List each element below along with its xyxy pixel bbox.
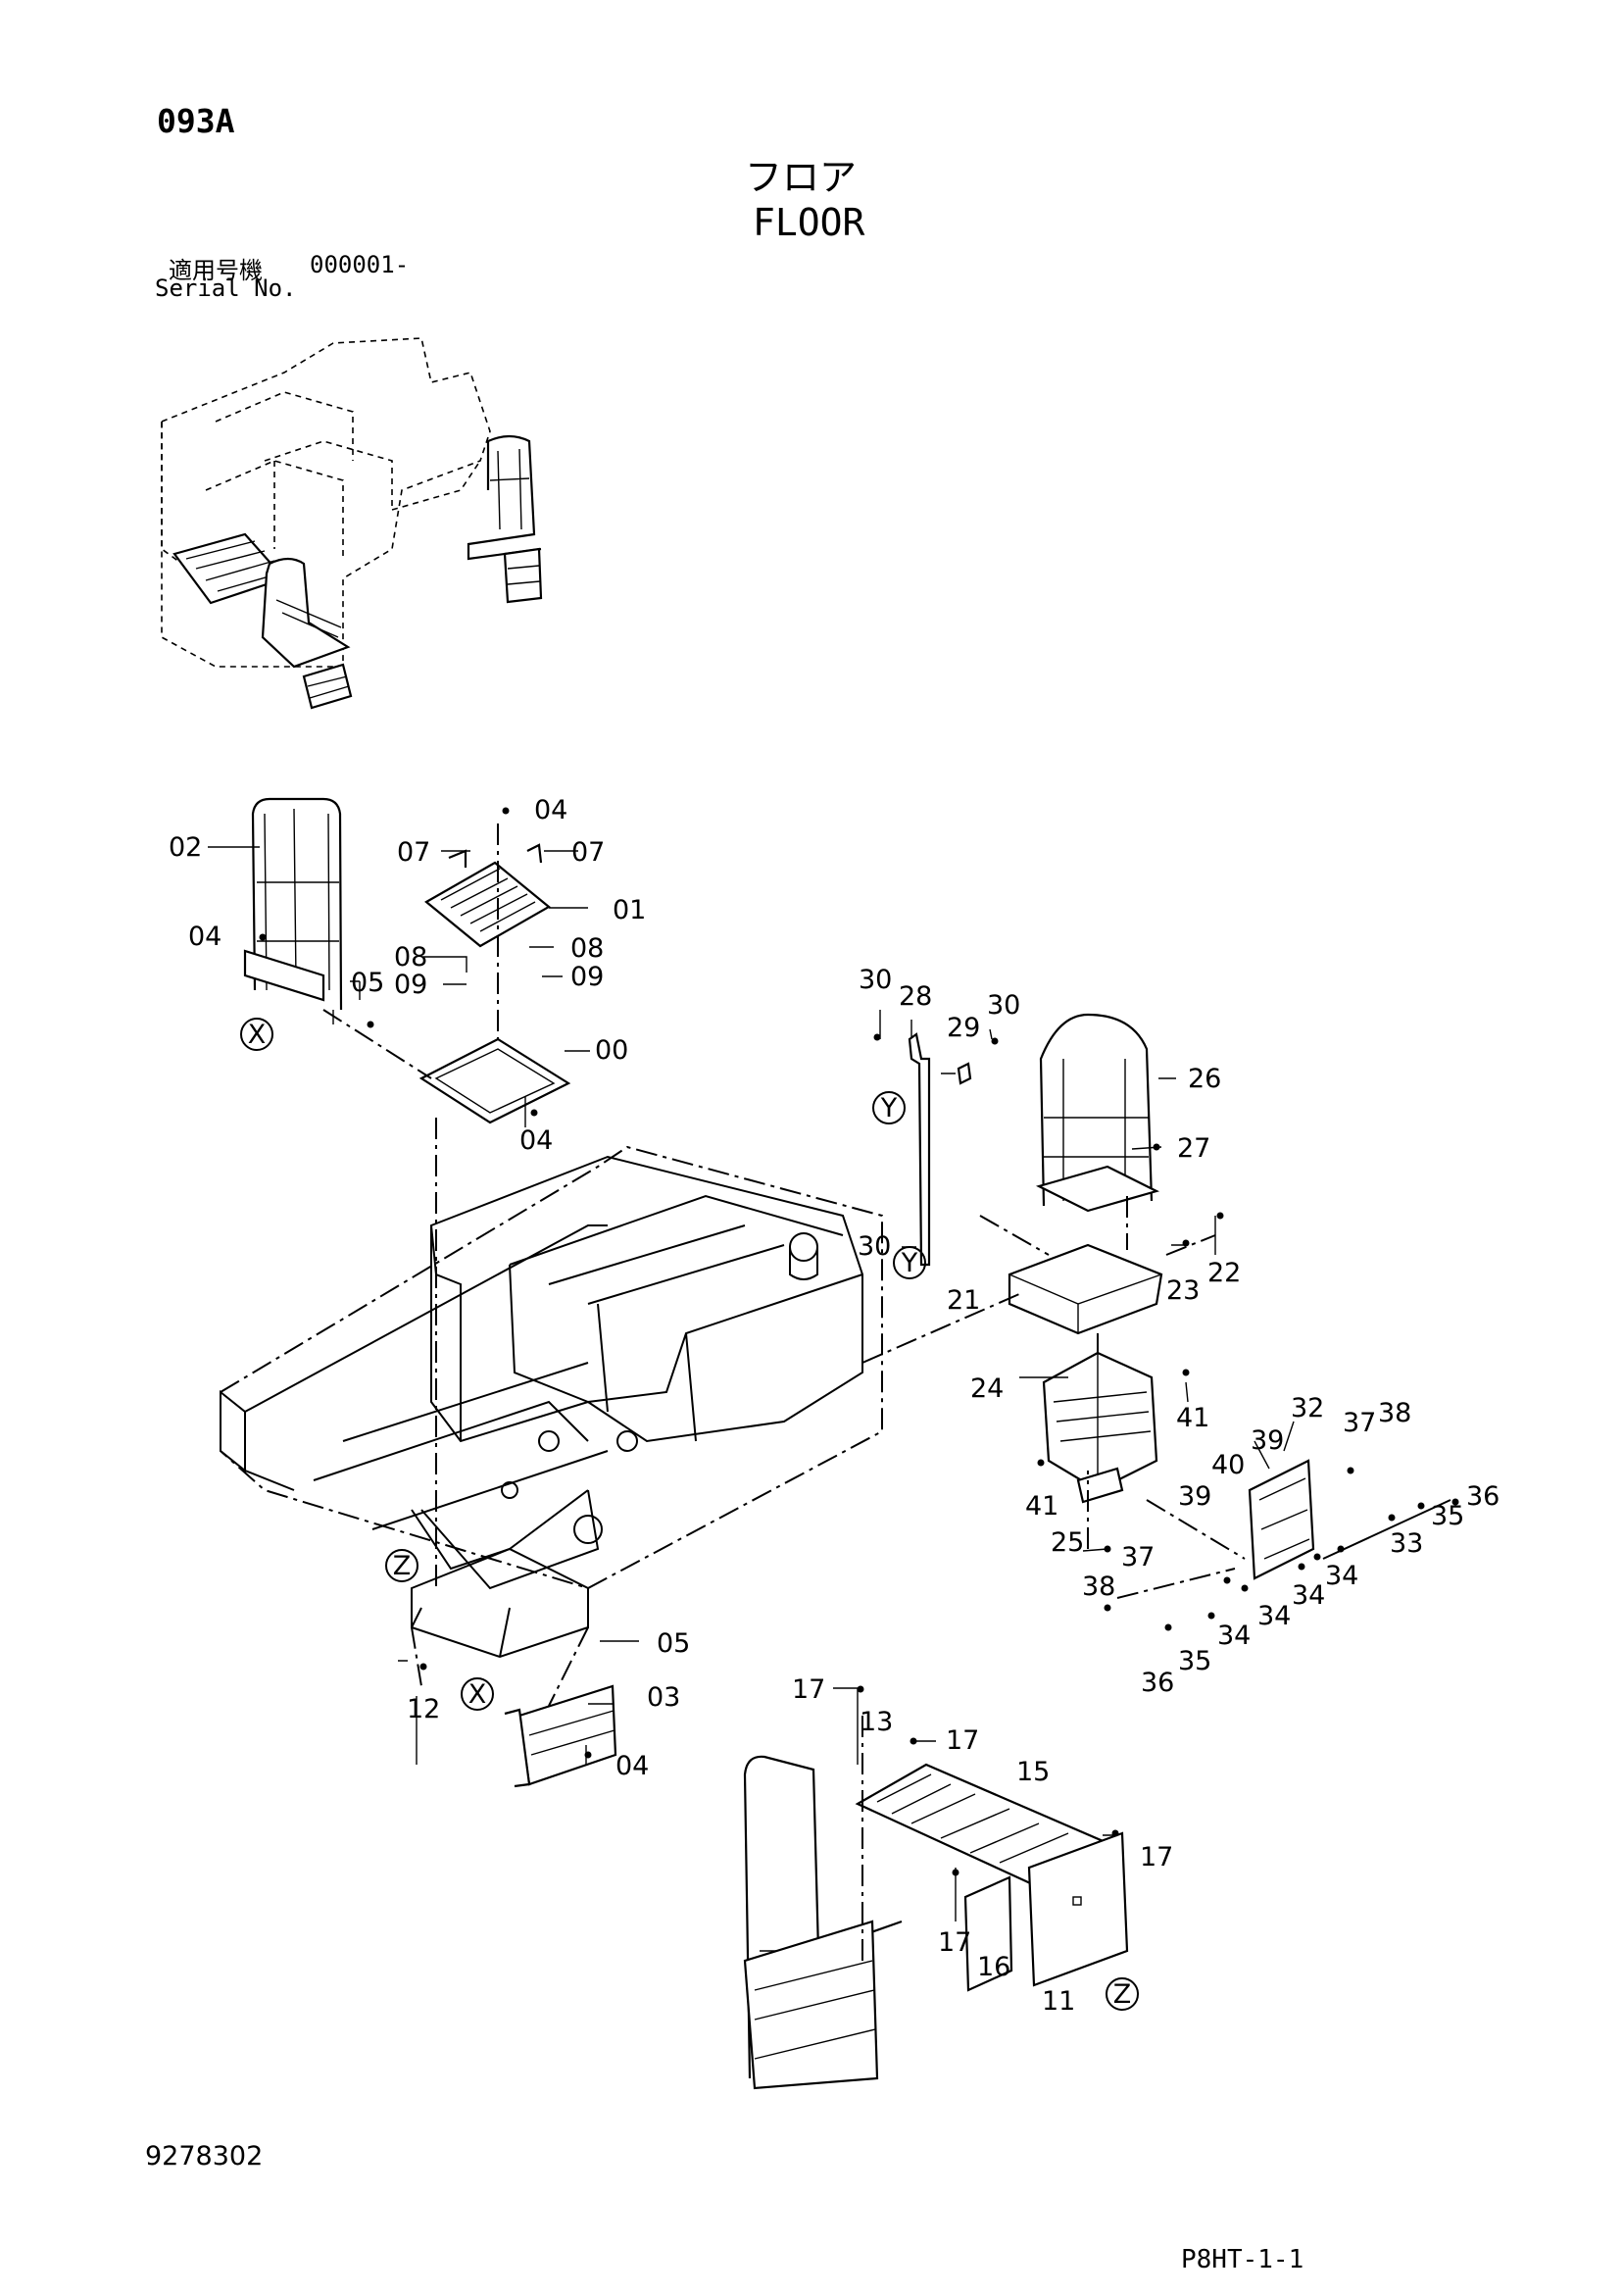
svg-text:Y: Y — [901, 1248, 918, 1278]
label-34: 34 — [1217, 1621, 1251, 1651]
label-28: 28 — [899, 981, 932, 1012]
label-36: 36 — [1466, 1481, 1500, 1512]
cover-16 — [963, 1875, 1013, 1992]
label-27: 27 — [1177, 1133, 1210, 1164]
label-04: 04 — [188, 922, 221, 952]
label-36: 36 — [1141, 1668, 1174, 1698]
label-21: 21 — [947, 1285, 980, 1316]
label-05: 05 — [351, 968, 384, 998]
label-25: 25 — [1051, 1527, 1084, 1558]
label-04: 04 — [534, 795, 567, 825]
bracket-28 — [908, 1032, 972, 1267]
serial-value: 000001- — [310, 251, 410, 278]
label-30: 30 — [858, 1231, 891, 1262]
leader-lines — [208, 824, 1295, 1961]
svg-text:Y: Y — [880, 1093, 898, 1123]
page-reference: P8HT-1-1 — [1181, 2245, 1304, 2274]
stairway-assembly-13 — [743, 1755, 903, 2090]
view-callout-z-left: Z — [385, 1549, 418, 1582]
svg-text:X: X — [468, 1679, 487, 1710]
part-number-labels: 02 04 07 07 01 04 08 08 09 09 05 00 04 3… — [169, 795, 1500, 2017]
label-12: 12 — [407, 1694, 440, 1724]
label-35: 35 — [1431, 1501, 1464, 1531]
label-38: 38 — [1378, 1398, 1411, 1428]
label-37: 37 — [1343, 1408, 1376, 1438]
handrail-02 — [243, 797, 343, 1024]
label-41: 41 — [1176, 1403, 1209, 1433]
serial-label-japanese: 適用号機 — [169, 257, 263, 284]
label-17: 17 — [792, 1674, 825, 1705]
label-07: 07 — [571, 837, 605, 868]
label-17: 17 — [938, 1927, 971, 1958]
view-callout-x-lower: X — [461, 1677, 494, 1711]
label-35: 35 — [1178, 1646, 1211, 1676]
label-41: 41 — [1025, 1491, 1058, 1522]
label-34: 34 — [1292, 1580, 1325, 1611]
svg-text:X: X — [248, 1020, 267, 1050]
label-08: 08 — [394, 942, 427, 973]
label-13: 13 — [860, 1707, 893, 1737]
label-07: 07 — [397, 837, 430, 868]
label-17: 17 — [1140, 1842, 1173, 1872]
label-22: 22 — [1207, 1258, 1241, 1288]
label-04: 04 — [615, 1751, 649, 1781]
label-11: 11 — [1042, 1986, 1075, 2017]
label-16: 16 — [977, 1952, 1010, 1982]
title-english: FLOOR — [753, 201, 865, 244]
view-callout-x-upper: X — [240, 1018, 273, 1051]
label-32: 32 — [1291, 1393, 1324, 1423]
ladder-24 — [1042, 1351, 1158, 1504]
label-17: 17 — [946, 1725, 979, 1756]
label-24: 24 — [970, 1373, 1004, 1404]
label-38: 38 — [1082, 1572, 1115, 1602]
label-39: 39 — [1251, 1425, 1284, 1456]
view-callout-y-right: Y — [893, 1246, 926, 1279]
label-05: 05 — [657, 1628, 690, 1659]
main-frame-assembly — [220, 1145, 883, 1659]
label-26: 26 — [1188, 1064, 1221, 1094]
label-09: 09 — [570, 962, 604, 992]
frame-00 — [418, 1037, 571, 1124]
label-29: 29 — [947, 1013, 980, 1043]
label-23: 23 — [1166, 1275, 1200, 1306]
label-30: 30 — [987, 990, 1020, 1021]
step-box-21 — [1008, 1243, 1163, 1335]
view-callout-z-right: Z — [1106, 1977, 1139, 2011]
label-33: 33 — [1390, 1528, 1423, 1559]
svg-text:Z: Z — [393, 1551, 412, 1581]
title-japanese: フロア — [745, 156, 858, 199]
overview-thumbnail — [161, 337, 543, 710]
label-08: 08 — [570, 933, 604, 964]
serial-label-english: Serial No. — [155, 275, 297, 302]
handrail-26 — [1035, 1013, 1160, 1213]
view-callout-y-left: Y — [872, 1091, 906, 1124]
page-code: 093A — [157, 102, 235, 140]
label-37: 37 — [1121, 1542, 1155, 1572]
svg-text:Z: Z — [1113, 1979, 1132, 2010]
gate-32 — [1248, 1459, 1451, 1580]
step-03 — [504, 1684, 617, 1788]
label-15: 15 — [1016, 1757, 1050, 1787]
label-40: 40 — [1211, 1450, 1245, 1480]
label-09: 09 — [394, 970, 427, 1000]
label-04: 04 — [519, 1125, 553, 1156]
label-39: 39 — [1178, 1481, 1211, 1512]
label-01: 01 — [613, 895, 646, 925]
label-34: 34 — [1325, 1561, 1358, 1591]
label-34: 34 — [1257, 1601, 1291, 1631]
label-03: 03 — [647, 1682, 680, 1713]
leader-dots — [259, 807, 1459, 1876]
label-02: 02 — [169, 832, 202, 863]
figure-number: 9278302 — [145, 2141, 264, 2171]
floor-plate-01 — [424, 843, 551, 948]
label-00: 00 — [595, 1035, 628, 1066]
cover-11 — [1027, 1831, 1129, 1987]
label-30: 30 — [859, 965, 892, 995]
